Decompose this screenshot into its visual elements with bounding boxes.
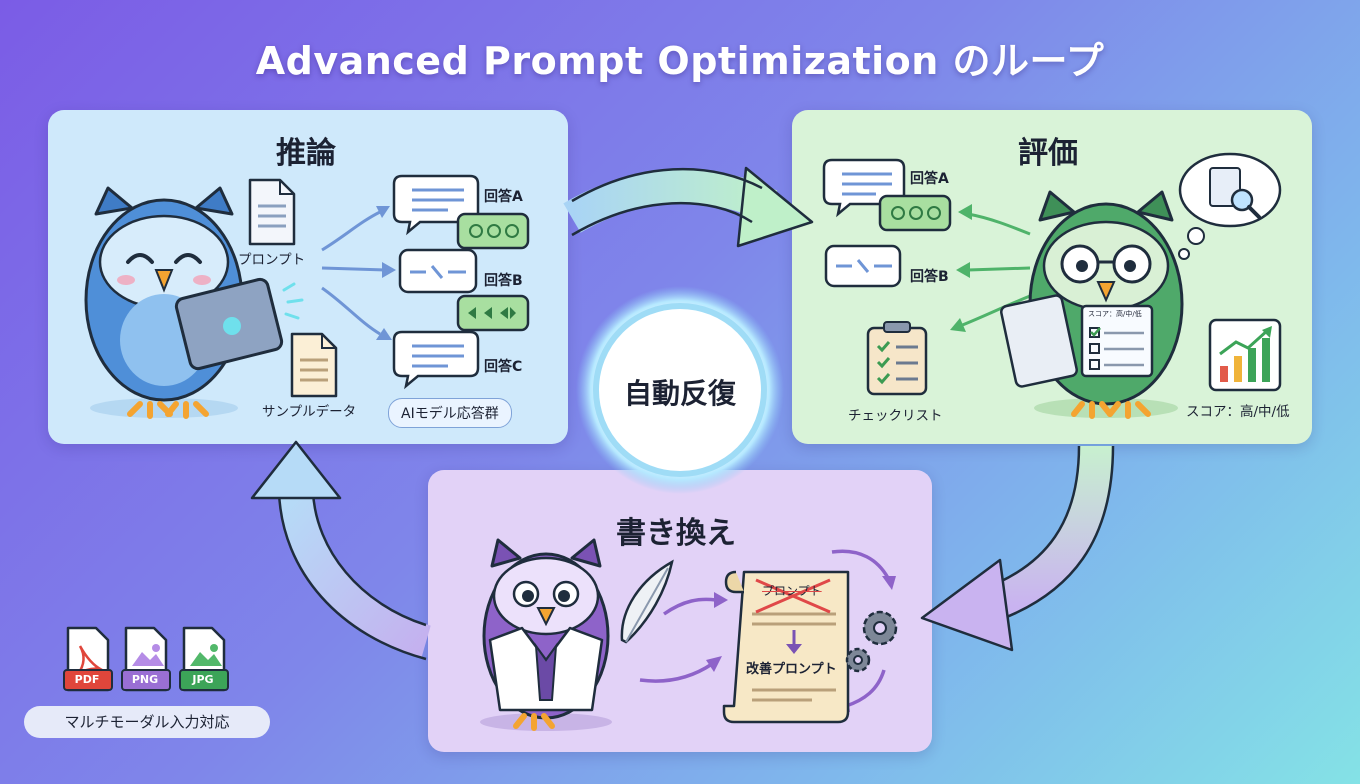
checklist-label: チェックリスト: [848, 408, 943, 424]
eval-answer-b-bubble-icon: [824, 244, 902, 288]
jpg-file-icon: [179, 626, 229, 692]
prompt-document-icon: [248, 178, 296, 246]
loop-arrow-evaluation-to-rewrite: [920, 445, 1115, 652]
clipboard-held-icon: [1000, 294, 1078, 388]
answer-a-bubble-icon: [392, 174, 480, 236]
pdf-file-icon: [63, 626, 113, 692]
rewrite-flow-arrows: [639, 549, 896, 712]
loop-arrow-rewrite-to-inference: [250, 440, 432, 661]
png-file-label: PNG: [131, 673, 159, 686]
answer-b-bubble-icon: [398, 248, 478, 294]
loop-arrow-inference-to-evaluation: [563, 166, 814, 248]
thought-bubble-icon: [1178, 152, 1282, 260]
inference-flow-arrows: [321, 206, 396, 340]
page-title: Advanced Prompt Optimization のループ: [255, 39, 1105, 83]
ai-model-responses-pill: AIモデル応答群: [388, 398, 512, 428]
blue-owl-illustration: [84, 186, 244, 419]
inference-title: 推論: [276, 136, 336, 171]
score-chart-icon: [1208, 318, 1282, 392]
answer-b-icon-bubble: [456, 294, 530, 332]
improved-prompt-label: 改善プロンプト: [746, 662, 837, 677]
sample-data-document-icon: [290, 332, 338, 398]
eval-answer-b-label: 回答B: [910, 269, 949, 285]
answer-c-bubble-icon: [392, 330, 480, 390]
png-file-icon: [121, 626, 171, 692]
prompt-scroll-icon: [722, 570, 850, 724]
eval-answer-a-icon-bubble: [878, 194, 952, 232]
evaluation-flow-arrows: [950, 204, 1031, 332]
answer-a-label: 回答A: [484, 189, 523, 205]
jpg-file-label: JPG: [192, 673, 214, 686]
tablet-icon: [174, 277, 304, 371]
sample-data-label: サンプルデータ: [262, 404, 357, 420]
pdf-file-label: PDF: [74, 673, 100, 686]
old-prompt-label: プロンプト: [762, 584, 822, 598]
score-sheet-icon: [1080, 304, 1154, 378]
gears-icon: [845, 610, 898, 673]
checklist-clipboard-icon: [866, 321, 928, 396]
auto-iteration-label: 自動反復: [623, 377, 736, 410]
rewrite-title: 書き換え: [616, 516, 736, 551]
answer-a-icon-bubble: [456, 212, 530, 250]
quill-pen-icon: [620, 559, 674, 644]
auto-iteration-circle: [576, 286, 784, 494]
eval-answer-a-label: 回答A: [910, 171, 949, 187]
score-sheet-text: スコア：高/中/低: [1088, 310, 1142, 318]
answer-c-label: 回答C: [484, 359, 523, 375]
prompt-label: プロンプト: [238, 252, 306, 268]
evaluation-title: 評価: [1018, 136, 1078, 171]
multimodal-input-pill: マルチモーダル入力対応: [24, 706, 270, 738]
answer-b-label: 回答B: [484, 273, 523, 289]
score-label: スコア：高/中/低: [1186, 404, 1290, 420]
purple-owl-illustration: [480, 538, 612, 731]
